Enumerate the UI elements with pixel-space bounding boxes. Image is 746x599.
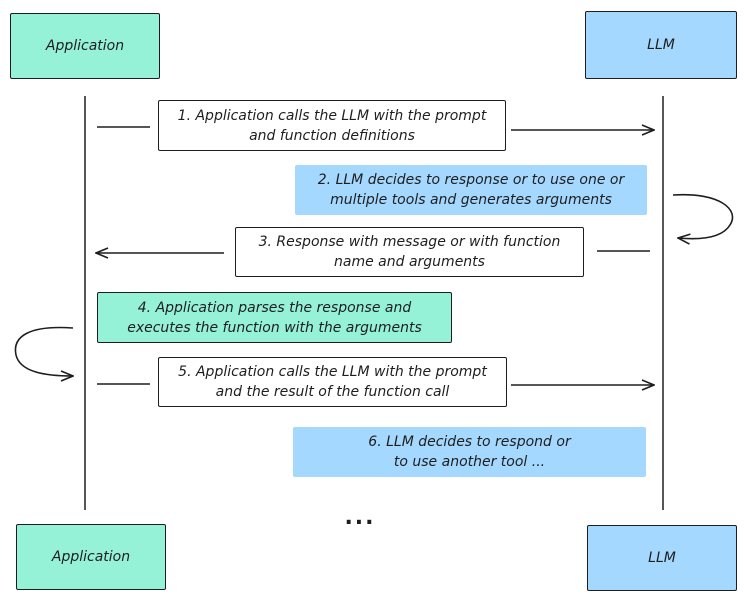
actor-application-bottom: Application	[16, 524, 166, 590]
step-6-llm-decision: 6. LLM decides to respond or to use anot…	[293, 427, 646, 477]
step-4-application-parse: 4. Application parses the response and e…	[97, 292, 452, 343]
actor-llm-top: LLM	[585, 11, 737, 79]
actor-application-top: Application	[10, 13, 160, 79]
step2-self-loop	[672, 193, 734, 239]
step-3-response: 3. Response with message or with functio…	[235, 227, 584, 277]
ellipsis: ...	[344, 505, 376, 530]
actor-llm-bottom: LLM	[587, 525, 737, 591]
step4-self-loop	[14, 326, 73, 376]
step-1-message: 1. Application calls the LLM with the pr…	[158, 100, 506, 151]
step-2-llm-decision: 2. LLM decides to response or to use one…	[295, 165, 647, 215]
step-5-message: 5. Application calls the LLM with the pr…	[158, 357, 507, 407]
